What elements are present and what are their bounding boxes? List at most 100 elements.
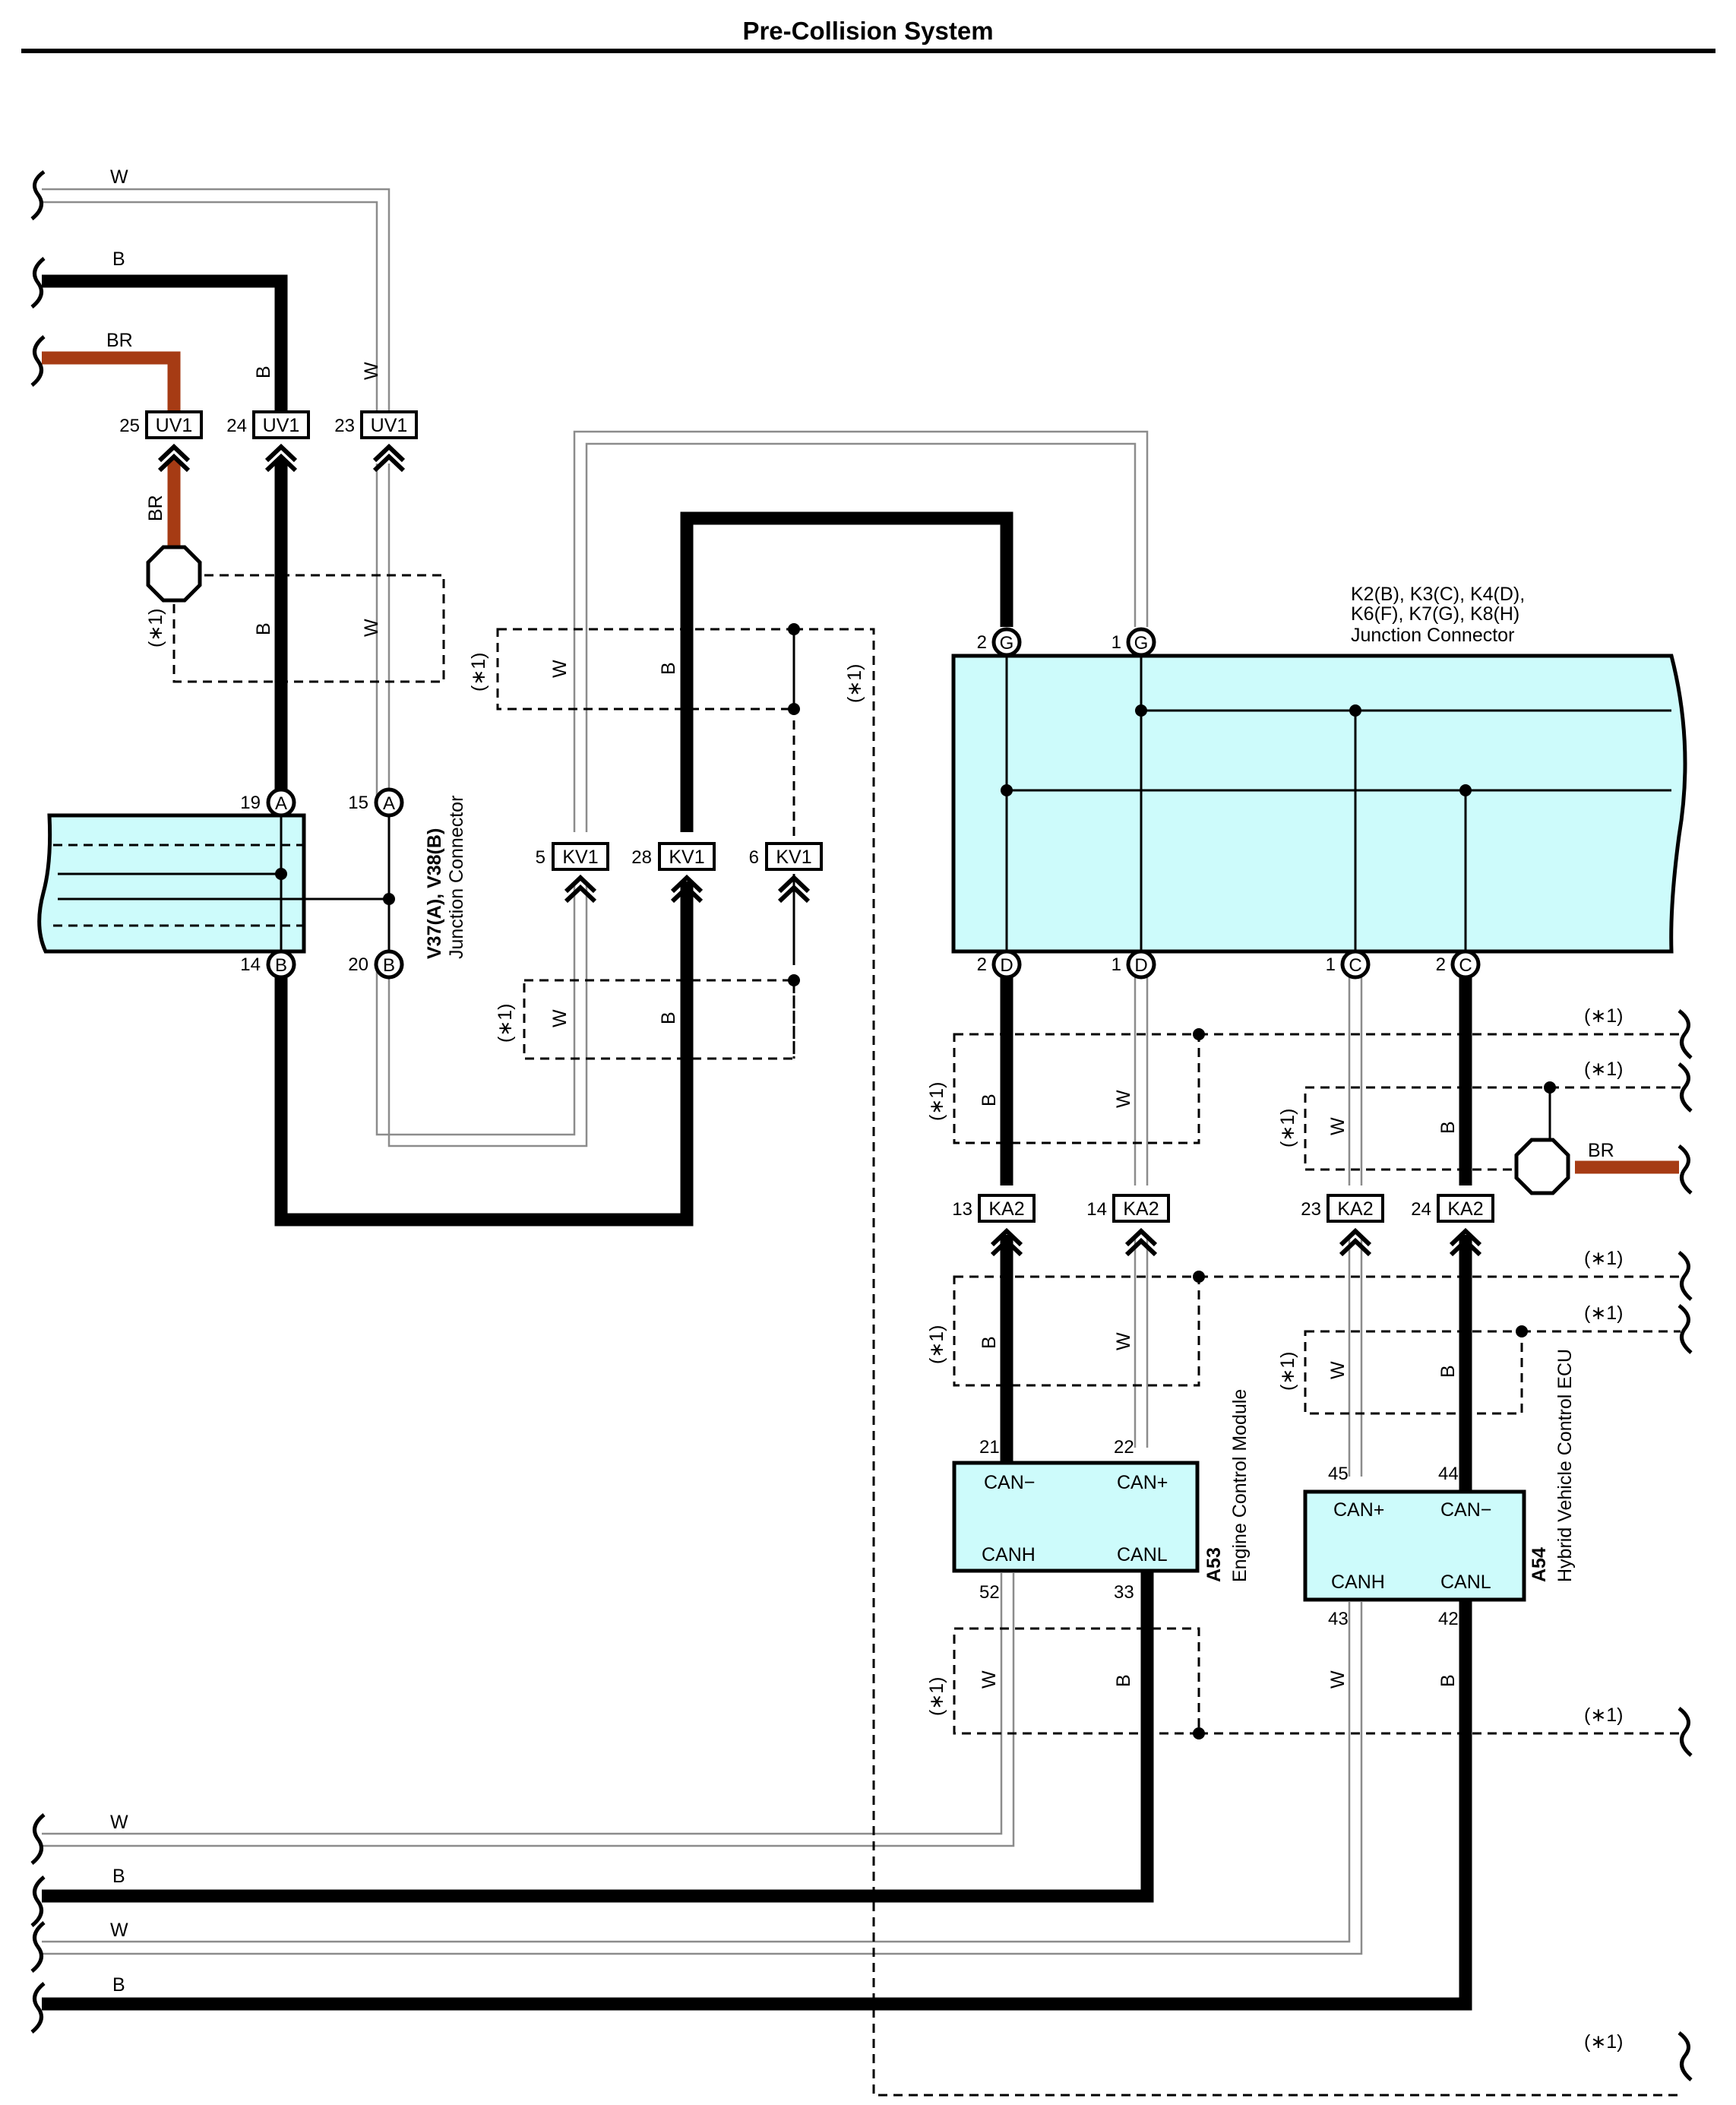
svg-text:42: 42 xyxy=(1438,1609,1459,1629)
junction-k-body xyxy=(951,654,1687,954)
uv1-name: UV1 xyxy=(263,415,300,436)
svg-text:W: W xyxy=(361,362,382,380)
svg-text:BR: BR xyxy=(106,330,133,351)
svg-text:19: 19 xyxy=(240,793,261,813)
uv1-connectors: UV1 UV1 UV1 25 24 23 xyxy=(119,410,418,470)
svg-text:1: 1 xyxy=(1111,632,1121,653)
svg-text:C: C xyxy=(1459,955,1472,976)
white-wires xyxy=(42,188,1363,1955)
ecm-labels: CAN− CAN+ CANH CANL 21 22 52 33 A53 Engi… xyxy=(979,1389,1251,1603)
svg-text:A53: A53 xyxy=(1203,1547,1225,1582)
junction-v-label: V37(A), V38(B) Junction Connector xyxy=(424,796,467,959)
junction-v-body xyxy=(37,813,306,954)
svg-text:20: 20 xyxy=(348,954,368,975)
svg-text:Junction Connector: Junction Connector xyxy=(446,796,467,959)
svg-text:CANL: CANL xyxy=(1117,1544,1168,1565)
svg-text:(∗1): (∗1) xyxy=(145,608,166,647)
svg-text:(∗1): (∗1) xyxy=(926,1325,947,1364)
kv1-name: KV1 xyxy=(776,847,811,868)
svg-text:B: B xyxy=(112,1974,125,1996)
uv1-pin: 23 xyxy=(334,416,355,436)
svg-text:B: B xyxy=(658,1011,679,1024)
svg-text:W: W xyxy=(1113,1332,1134,1350)
hv-ecu-body xyxy=(1303,1489,1526,1602)
svg-text:A: A xyxy=(383,793,395,814)
kv1-pin: 28 xyxy=(631,847,652,868)
svg-text:G: G xyxy=(1134,633,1149,654)
ka2-pin: 14 xyxy=(1086,1199,1107,1220)
svg-text:(∗1): (∗1) xyxy=(844,663,865,703)
svg-text:W: W xyxy=(979,1670,1000,1689)
svg-text:CANH: CANH xyxy=(982,1544,1036,1565)
svg-text:(∗1): (∗1) xyxy=(1277,1108,1298,1147)
ecm-body xyxy=(952,1461,1200,1573)
kv1-connectors: KV1 KV1 KV1 5 28 6 xyxy=(536,842,823,901)
ka2-name: KA2 xyxy=(1337,1198,1373,1220)
shield-junction-dots xyxy=(788,623,1556,1739)
brown-wires xyxy=(42,351,1679,1174)
svg-text:52: 52 xyxy=(979,1582,1000,1603)
ka2-connectors: KA2 KA2 KA2 KA2 13 14 23 24 xyxy=(952,1194,1494,1255)
svg-text:22: 22 xyxy=(1114,1437,1134,1458)
svg-text:B: B xyxy=(253,622,274,635)
svg-text:45: 45 xyxy=(1328,1464,1349,1484)
svg-text:W: W xyxy=(361,619,382,637)
svg-text:2: 2 xyxy=(977,954,987,975)
svg-text:(∗1): (∗1) xyxy=(468,652,489,692)
svg-text:BR: BR xyxy=(1588,1140,1614,1161)
svg-text:B: B xyxy=(1437,1365,1459,1378)
junction-k-label: K2(B), K3(C), K4(D), K6(F), K7(G), K8(H)… xyxy=(1351,584,1525,646)
svg-text:W: W xyxy=(1327,1117,1349,1135)
black-wires xyxy=(42,274,1472,2011)
ka2-name: KA2 xyxy=(1447,1198,1483,1220)
svg-text:B: B xyxy=(1113,1674,1134,1687)
svg-text:W: W xyxy=(1327,1670,1349,1689)
svg-text:CAN−: CAN− xyxy=(1440,1499,1491,1521)
svg-text:W: W xyxy=(110,1812,128,1833)
uv1-pin: 24 xyxy=(226,416,247,436)
svg-text:D: D xyxy=(1134,955,1147,976)
junction-k-terminals: G G D D C C 2 1 2 1 1 2 xyxy=(977,627,1481,980)
ka2-pin: 24 xyxy=(1411,1199,1431,1220)
svg-text:1: 1 xyxy=(1111,954,1121,975)
uv1-name: UV1 xyxy=(156,415,193,436)
svg-text:B: B xyxy=(1437,1121,1459,1134)
svg-text:K2(B), K3(C), K4(D),: K2(B), K3(C), K4(D), xyxy=(1351,584,1525,605)
junction-v-internal xyxy=(53,815,395,951)
svg-text:33: 33 xyxy=(1114,1582,1134,1603)
ground-point-right xyxy=(1514,1138,1570,1195)
svg-text:(∗1): (∗1) xyxy=(926,1676,947,1716)
svg-text:Hybrid Vehicle Control ECU: Hybrid Vehicle Control ECU xyxy=(1554,1349,1576,1582)
junction-v-terminals: A A B B 19 15 14 20 xyxy=(240,787,404,980)
svg-text:(∗1): (∗1) xyxy=(1584,1705,1624,1726)
svg-text:B: B xyxy=(979,1336,1000,1349)
svg-text:2: 2 xyxy=(977,632,987,653)
svg-text:(∗1): (∗1) xyxy=(1277,1351,1298,1391)
kv1-pin: 6 xyxy=(749,847,759,868)
junction-k-internal xyxy=(1001,656,1671,951)
kv1-name: KV1 xyxy=(562,847,598,868)
svg-text:(∗1): (∗1) xyxy=(495,1003,516,1043)
svg-text:CAN+: CAN+ xyxy=(1117,1472,1168,1493)
svg-text:2: 2 xyxy=(1436,954,1446,975)
svg-text:BR: BR xyxy=(145,495,166,521)
svg-text:W: W xyxy=(110,1920,128,1941)
svg-text:CANL: CANL xyxy=(1440,1572,1491,1593)
svg-text:CANH: CANH xyxy=(1331,1572,1385,1593)
svg-text:V37(A), V38(B): V37(A), V38(B) xyxy=(424,828,445,959)
ground-point-left xyxy=(146,545,202,603)
svg-text:W: W xyxy=(549,1009,571,1027)
svg-text:A: A xyxy=(275,793,287,814)
svg-text:(∗1): (∗1) xyxy=(1584,2031,1624,2053)
svg-text:(∗1): (∗1) xyxy=(1584,1248,1624,1269)
svg-text:B: B xyxy=(253,366,274,378)
wire-break-marks xyxy=(30,169,1693,2081)
svg-text:W: W xyxy=(549,660,571,678)
svg-text:B: B xyxy=(275,955,287,976)
svg-text:W: W xyxy=(1113,1090,1134,1108)
shield-boxes xyxy=(172,547,1681,2097)
wire-color-labels-vertical: B W BR B W W B W B B W W B B W W B W B W… xyxy=(145,362,1459,1689)
svg-text:D: D xyxy=(1000,955,1013,976)
svg-text:C: C xyxy=(1349,955,1361,976)
page-title: Pre-Collision System xyxy=(742,17,994,45)
